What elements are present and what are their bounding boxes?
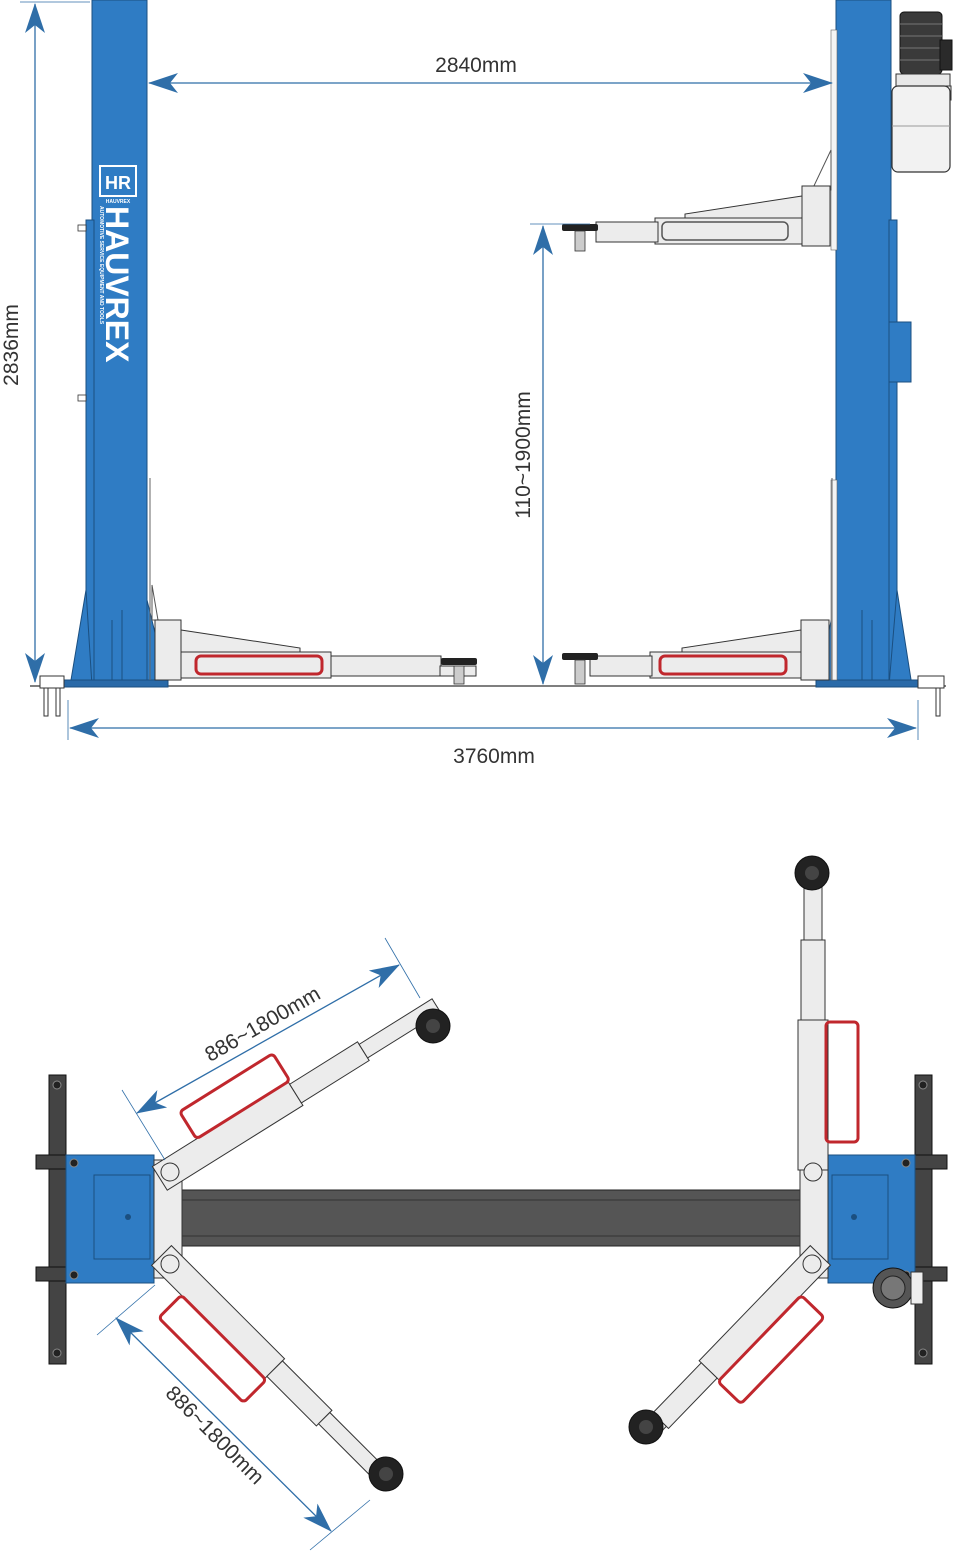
lift-height-label: 110~1900mm	[512, 391, 535, 518]
arrow-icon	[136, 964, 400, 1114]
brand-logo: HR HAUVREX	[99, 165, 137, 205]
anchor-bolts	[39, 675, 945, 717]
right-column	[815, 0, 953, 688]
hydraulic-motor-icon	[891, 11, 953, 173]
lower-right-arm	[638, 1244, 832, 1443]
logo-initials: HR	[105, 173, 131, 193]
front-view: HR HAUVREX HAUVREX AUTOMOTIVE SERVICE EQ…	[0, 0, 953, 768]
logo-small-text: HAUVREX	[106, 199, 131, 205]
floor-plate	[179, 1189, 801, 1247]
lift-pad-icon	[368, 1456, 404, 1492]
left-column: HR HAUVREX HAUVREX AUTOMOTIVE SERVICE EQ…	[61, 0, 169, 688]
lift-pad-icon	[415, 1008, 451, 1044]
column-spacing-label: 2840mm	[435, 54, 517, 77]
brand-tagline: AUTOMOTIVE SERVICE EQUIPMENT AND TOOLS	[98, 206, 104, 325]
right-lift-arm-lowered	[562, 478, 833, 685]
right-base-plate	[827, 1074, 948, 1365]
lift-pad-icon	[441, 658, 477, 685]
brand-name: HAUVREX	[99, 206, 135, 363]
lower-arm-reach-label: 886~1800mm	[161, 1382, 268, 1489]
upper-right-arm	[797, 879, 860, 1182]
arrow-icon	[115, 1317, 332, 1532]
overall-height-label: 2836mm	[0, 304, 23, 386]
overall-width-label: 3760mm	[453, 745, 535, 768]
top-view: 886~1800mm 886~1800mm	[35, 855, 948, 1551]
lift-pad-icon	[794, 855, 830, 891]
left-base-plate	[35, 1074, 155, 1365]
hydraulic-motor-icon	[872, 1267, 924, 1309]
upper-arm-reach-label: 886~1800mm	[201, 982, 324, 1066]
lift-pad-icon	[562, 653, 598, 685]
lift-pad-icon	[628, 1409, 664, 1445]
right-lift-arm-raised	[562, 149, 832, 252]
lift-pad-icon	[562, 224, 598, 252]
left-lift-arm	[149, 478, 477, 685]
